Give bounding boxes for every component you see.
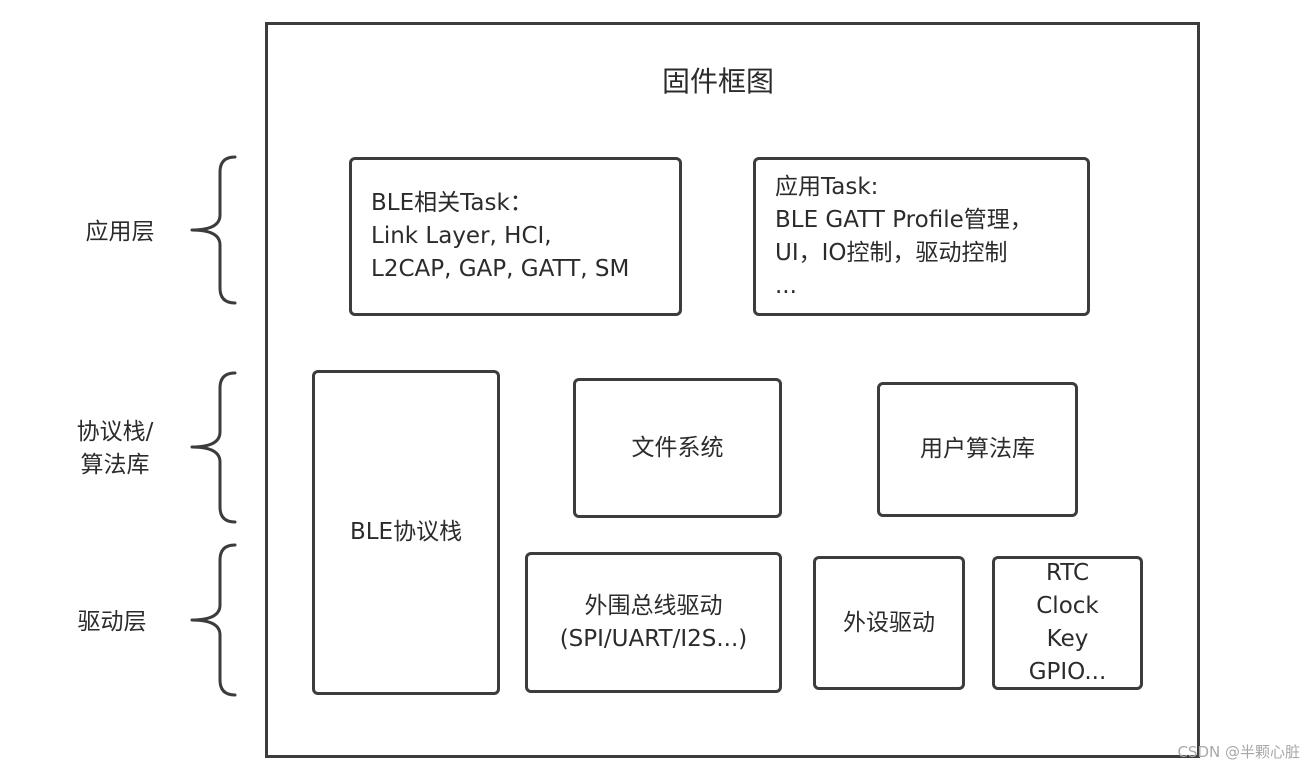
layer-label-stack-algorithm: 协议栈/ 算法库 xyxy=(55,416,175,482)
layer-label-application: 应用层 xyxy=(60,216,180,249)
layer-label-driver: 驱动层 xyxy=(52,606,172,639)
block-file-system: 文件系统 xyxy=(573,378,782,518)
block-line: UI，IO控制，驱动控制 xyxy=(775,239,1008,266)
block-line: GPIO... xyxy=(1028,659,1107,685)
block-line: 用户算法库 xyxy=(920,436,1035,462)
block-peripheral-driver: 外设驱动 xyxy=(813,556,965,690)
block-user-algorithm: 用户算法库 xyxy=(877,382,1078,517)
block-line: Key xyxy=(1046,626,1089,652)
layer-label-line: 算法库 xyxy=(80,452,150,478)
firmware-frame xyxy=(265,22,1200,758)
brace-application-layer xyxy=(190,155,237,305)
block-line: Clock xyxy=(1036,593,1099,619)
block-line: BLE协议栈 xyxy=(349,519,463,545)
layer-label-line: 驱动层 xyxy=(77,609,147,635)
block-line: (SPI/UART/I2S...) xyxy=(559,625,748,652)
brace-stack-algorithm-layer xyxy=(190,371,237,524)
block-bus-driver: 外围总线驱动 (SPI/UART/I2S...) xyxy=(525,552,782,693)
block-line: 外设驱动 xyxy=(843,609,935,636)
block-line: Link Layer, HCI, xyxy=(371,223,552,249)
block-app-task: 应用Task: BLE GATT Profile管理， UI，IO控制，驱动控制… xyxy=(753,157,1090,316)
watermark: CSDN @半颗心脏 xyxy=(1177,743,1300,761)
diagram-title: 固件框图 xyxy=(661,65,774,98)
layer-label-line: 协议栈/ xyxy=(76,419,154,445)
block-line: BLE GATT Profile管理， xyxy=(775,206,1033,233)
block-ble-task: BLE相关Task： Link Layer, HCI, L2CAP, GAP, … xyxy=(349,157,682,316)
block-line: L2CAP, GAP, GATT, SM xyxy=(371,256,630,282)
block-line: RTC xyxy=(1045,560,1090,586)
block-rtc-misc: RTC Clock Key GPIO... xyxy=(992,556,1143,690)
block-ble-stack: BLE协议栈 xyxy=(312,370,500,695)
layer-label-line: 应用层 xyxy=(85,219,155,245)
block-line: 应用Task: xyxy=(775,173,879,200)
block-line: 文件系统 xyxy=(631,434,724,461)
block-line: BLE相关Task： xyxy=(371,190,533,216)
block-line: ... xyxy=(775,272,797,299)
block-line: 外围总线驱动 xyxy=(584,592,723,619)
brace-driver-layer xyxy=(190,543,237,697)
